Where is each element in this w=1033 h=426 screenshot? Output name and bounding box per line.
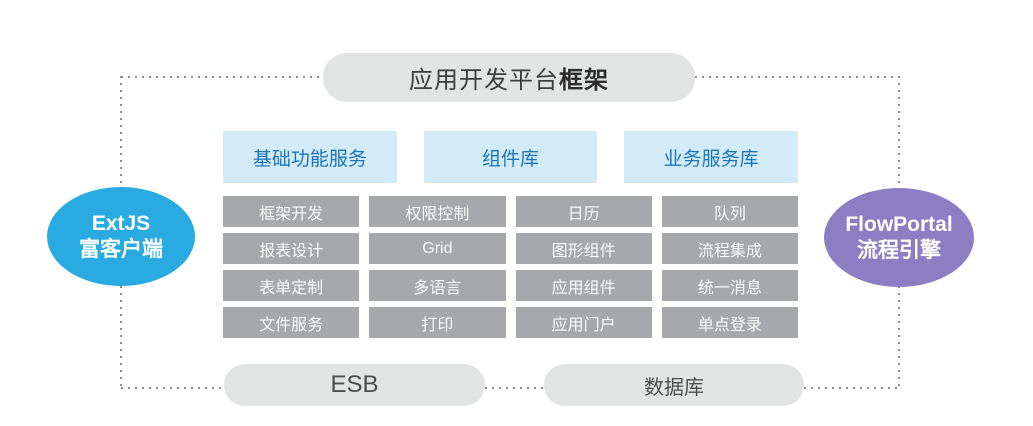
grid-cell: Grid [369,233,506,264]
grid-cell: 统一消息 [661,270,798,301]
connector-top-right [695,76,900,78]
grid-cell: 应用组件 [515,270,652,301]
platform-title-box: 应用开发平台框架 [323,53,695,102]
grid-cell: 日历 [515,196,652,227]
connector-bottom-left [121,387,224,389]
extjs-label: ExtJS [91,211,151,235]
grid-cell: 队列 [661,196,798,227]
grid-cell: 文件服务 [223,307,360,338]
grid-cell: 报表设计 [223,233,360,264]
connector-bottom-middle [485,387,544,389]
connector-top-left [121,76,323,78]
platform-title-regular: 应用开发平台 [409,67,559,94]
capability-grid: 框架开发 权限控制 日历 队列 报表设计 Grid 图形组件 流程集成 表单定制… [223,196,798,338]
header-business-services: 业务服务库 [624,131,799,183]
grid-cell: 多语言 [369,270,506,301]
process-engine-label: 流程引擎 [857,238,941,262]
grid-cell: 框架开发 [223,196,360,227]
connector-bottom-right [804,387,900,389]
grid-cell: 单点登录 [661,307,798,338]
esb-box: ESB [224,364,485,406]
flowportal-label: FlowPortal [845,212,953,236]
grid-cell: 权限控制 [369,196,506,227]
database-box: 数据库 [544,364,804,406]
header-component-library: 组件库 [423,131,598,183]
grid-cell: 图形组件 [515,233,652,264]
grid-cell: 应用门户 [515,307,652,338]
flowportal-engine-ellipse: FlowPortal 流程引擎 [824,188,974,287]
grid-cell: 打印 [369,307,506,338]
rich-client-label: 富客户端 [79,237,163,261]
grid-cell: 流程集成 [661,233,798,264]
category-header-row: 基础功能服务 组件库 业务服务库 [223,131,799,183]
grid-cell: 表单定制 [223,270,360,301]
extjs-client-ellipse: ExtJS 富客户端 [47,187,195,286]
header-basic-services: 基础功能服务 [223,131,397,183]
platform-title-bold: 框架 [559,67,609,94]
